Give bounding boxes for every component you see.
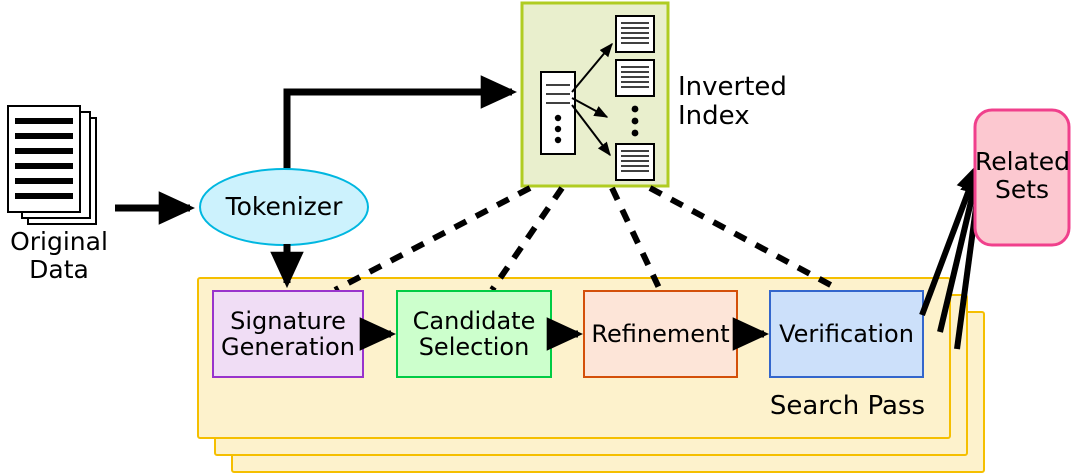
tokenizer-node[interactable] [199, 168, 369, 246]
inverted-index-posting-list-icon [540, 71, 576, 155]
related-sets-node[interactable] [973, 108, 1071, 247]
inverted-index-document-card-1 [615, 15, 655, 53]
inverted-index-document-card-3 [615, 143, 655, 181]
stage-box-verification[interactable] [769, 290, 924, 378]
dashed-link-candidate-selection [489, 186, 565, 292]
edge-tokenizer-to-inverted-index [283, 75, 518, 182]
dashed-link-refinement [609, 186, 663, 292]
stage-box-signature-generation[interactable] [212, 290, 364, 378]
inverted-index-document-dots [631, 105, 639, 137]
dashed-links-inverted-index-to-stages [333, 185, 842, 293]
dashed-link-signature-generation [333, 185, 532, 293]
dashed-link-verification [648, 185, 842, 293]
inverted-index-node[interactable] [520, 1, 670, 188]
document-stack-icon [7, 105, 97, 225]
inverted-index-document-card-2 [615, 59, 655, 97]
stage-box-refinement[interactable] [583, 290, 738, 378]
stage-box-candidate-selection[interactable] [396, 290, 552, 378]
inverted-index-fanout-arrows [571, 42, 613, 157]
